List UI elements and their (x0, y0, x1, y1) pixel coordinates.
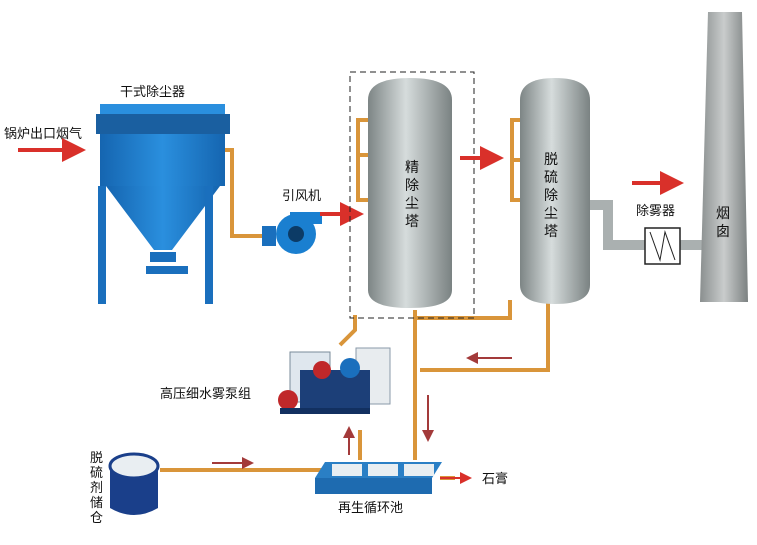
boiler-gas-label: 锅炉出口烟气 (4, 126, 82, 142)
pump-set-label: 高压细水雾泵组 (160, 386, 251, 402)
pool-label: 再生循环池 (338, 501, 403, 516)
gypsum-label: 石膏 (482, 471, 508, 487)
dry-dust-collector (96, 104, 230, 304)
fine-dust-tower (368, 78, 452, 308)
demister-label: 除雾器 (636, 204, 675, 219)
desulf-tower-label: 脱 硫 除 尘 塔 (544, 152, 562, 240)
regeneration-pool (315, 462, 442, 494)
fan-label: 引风机 (282, 189, 321, 204)
pipes (160, 118, 550, 480)
silo-label: 脱 硫 剂 储 仓 (90, 451, 107, 526)
desulfurizer-silo (108, 452, 160, 515)
chimney (700, 12, 748, 302)
chimney-label: 烟 囱 (716, 206, 734, 240)
desulfurization-tower (520, 78, 590, 304)
high-pressure-pump-set (278, 347, 391, 414)
fine-tower-label: 精 除 尘 塔 (405, 160, 423, 230)
fine-tower-boundary (349, 71, 475, 319)
induced-draft-fan (262, 212, 322, 254)
flue-duct (590, 200, 645, 250)
dry-collector-label: 干式除尘器 (120, 85, 185, 100)
